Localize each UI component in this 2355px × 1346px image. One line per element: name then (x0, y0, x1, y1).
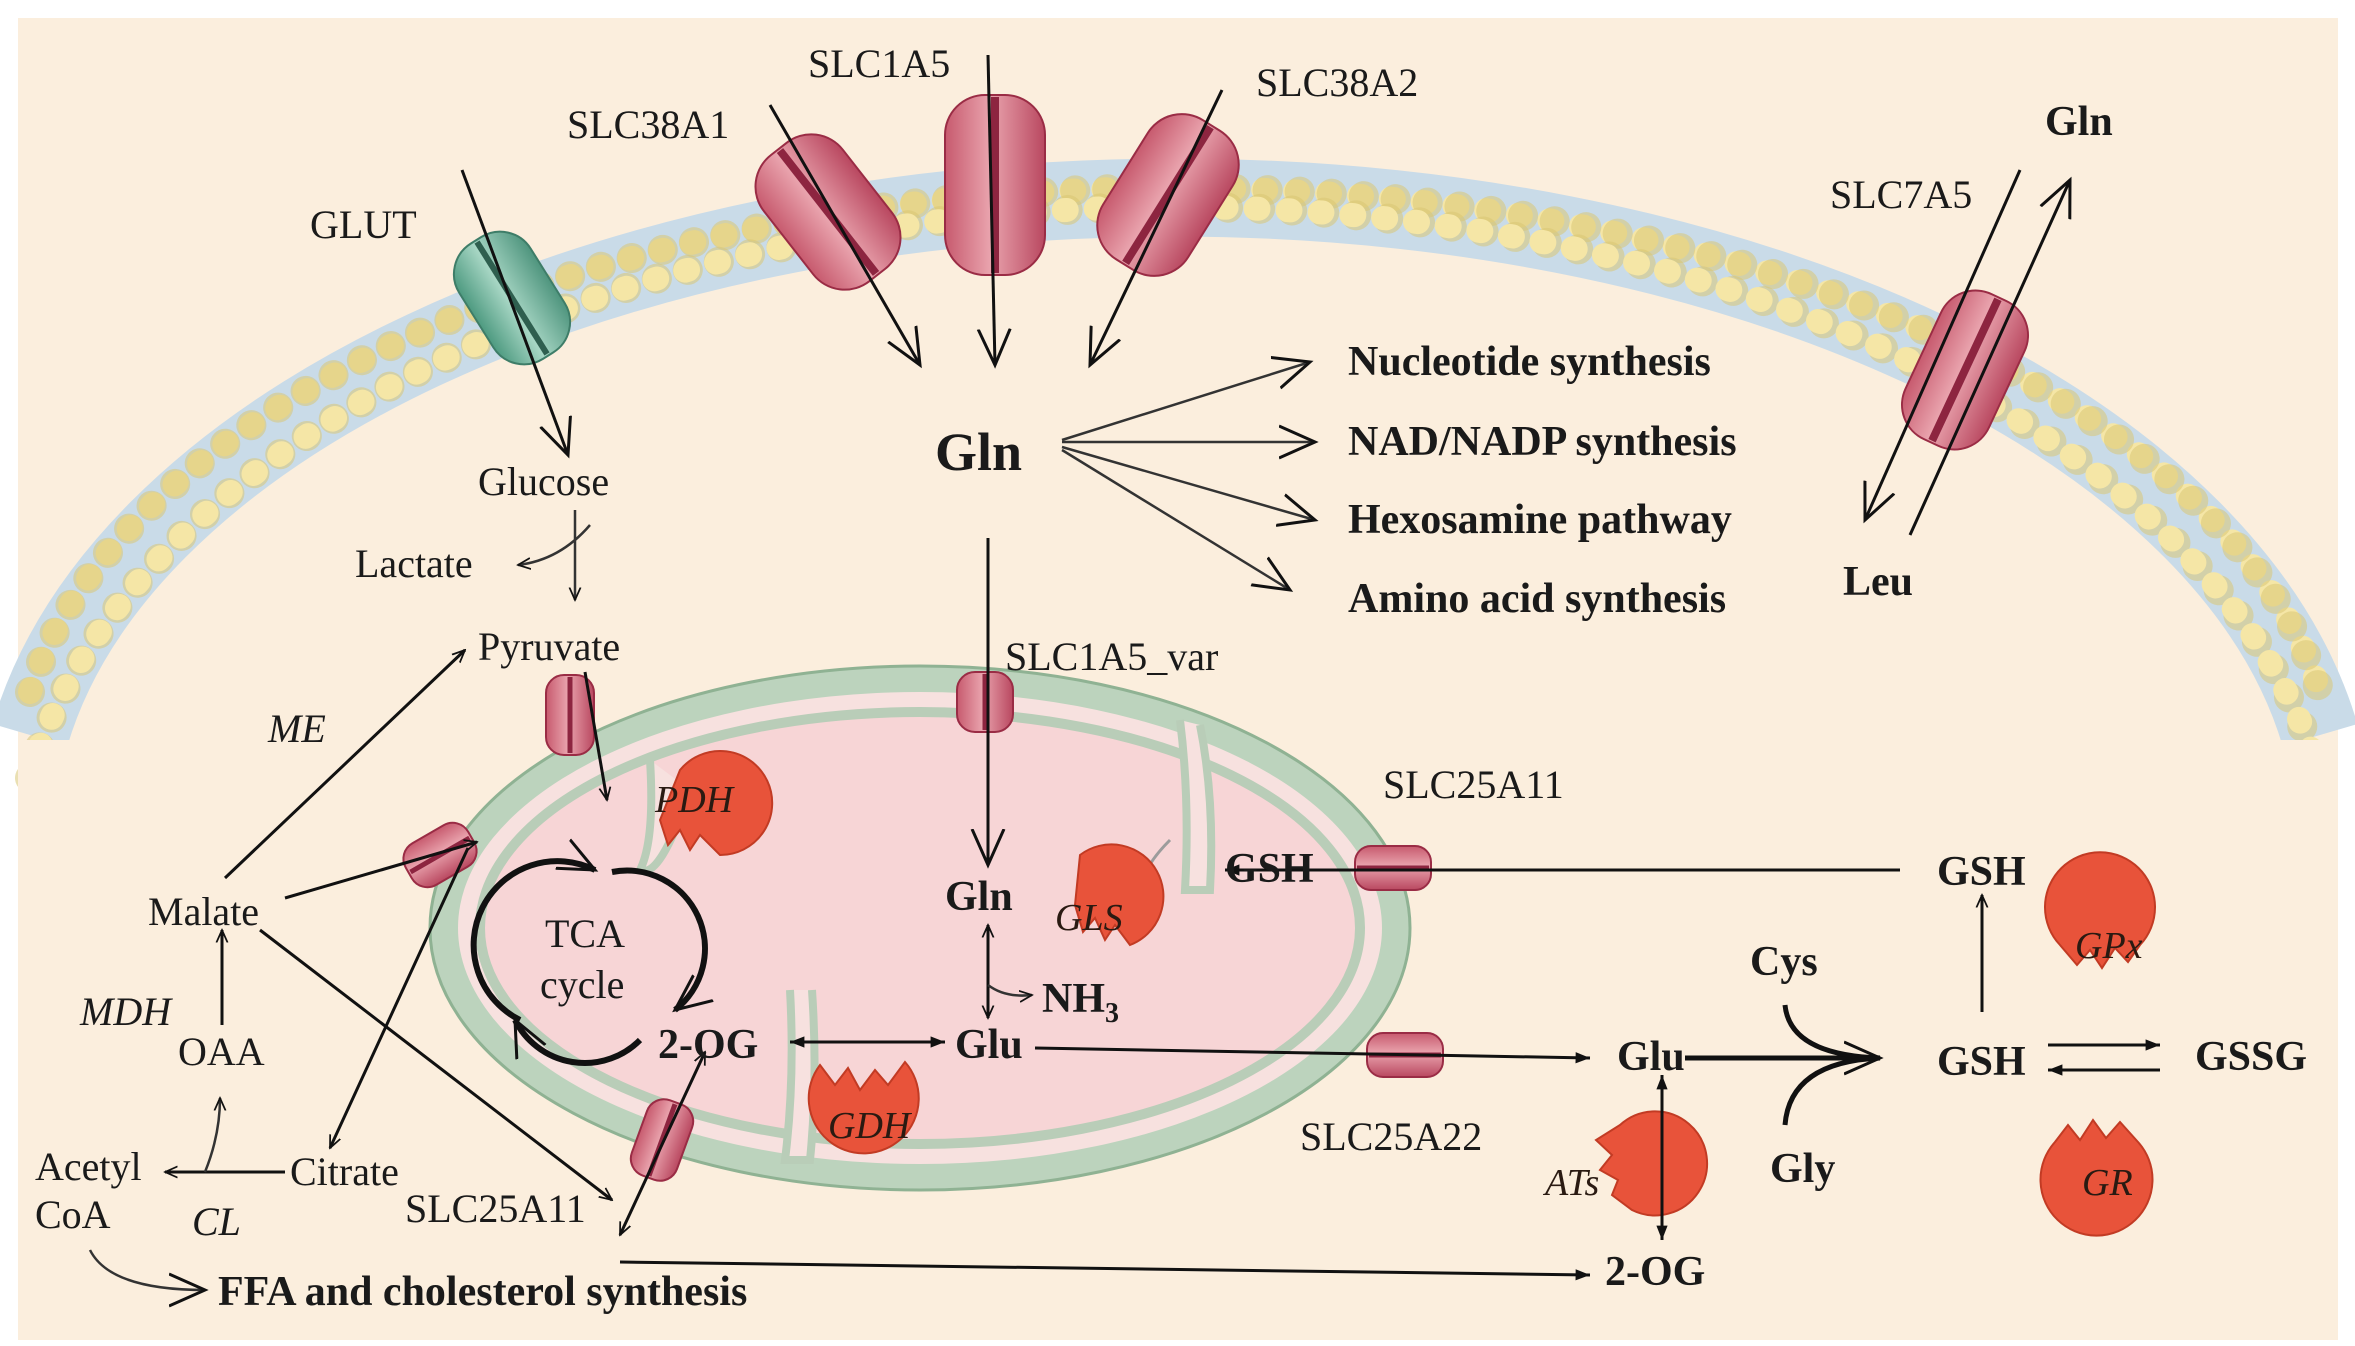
ffa-cholesterol-label: FFA and cholesterol synthesis (218, 1269, 747, 1315)
nh3-label: NH3 (1042, 976, 1119, 1029)
ats-label: ATs (1542, 1162, 1599, 1204)
pathway-nad-nadp: NAD/NADP synthesis (1348, 419, 1737, 465)
gpx-label: GPx (2075, 925, 2143, 967)
gln-center-label: Gln (935, 422, 1022, 482)
gssg-label: GSSG (2195, 1034, 2307, 1080)
gdh-enzyme (807, 1060, 920, 1155)
slc38a2-label: SLC38A2 (1256, 60, 1418, 105)
gr-label: GR (2082, 1162, 2133, 1204)
me-label: ME (267, 706, 326, 751)
pyruvate-label: Pyruvate (478, 624, 620, 669)
gsh-mito-label: GSH (1225, 846, 1314, 892)
pdh-label: PDH (654, 779, 736, 821)
citrate-label: Citrate (290, 1149, 399, 1194)
slc1a5-var-label: SLC1A5_var (1005, 634, 1218, 679)
cycle-label: cycle (540, 962, 624, 1007)
gly-label: Gly (1770, 1146, 1835, 1192)
nh3-text: NH (1042, 976, 1105, 1022)
slc25a11-bottom-label: SLC25A11 (405, 1186, 586, 1231)
pdh-enzyme (658, 750, 774, 857)
arrows (88, 54, 2160, 1290)
oaa-label: OAA (178, 1029, 265, 1074)
cys-label: Cys (1750, 939, 1818, 985)
glu-cyto-label: Glu (1617, 1034, 1685, 1080)
slc1a5-var-transporter (956, 671, 1014, 733)
cl-label: CL (192, 1199, 241, 1244)
slc38a1-transporter (754, 133, 902, 291)
pathway-hexosamine: Hexosamine pathway (1348, 497, 1732, 543)
malate-label: Malate (148, 889, 259, 934)
gls-label: GLS (1055, 897, 1123, 939)
pathway-amino-acid: Amino acid synthesis (1348, 576, 1726, 622)
slc1a5-label: SLC1A5 (808, 41, 950, 86)
gln-mito-label: Gln (945, 874, 1013, 920)
glucose-label: Glucose (478, 459, 609, 504)
two-og-mito-label: 2-OG (658, 1022, 758, 1068)
leu-label: Leu (1843, 559, 1913, 605)
slc38a1-label: SLC38A1 (567, 102, 729, 147)
lactate-label: Lactate (355, 541, 473, 586)
slc1a5-transporter (944, 94, 1046, 276)
coa-label: CoA (35, 1192, 111, 1237)
two-og-cyto-label: 2-OG (1605, 1249, 1705, 1295)
pathway-nucleotide: Nucleotide synthesis (1348, 339, 1711, 385)
tca-label: TCA (545, 911, 625, 956)
glut-label: GLUT (310, 202, 417, 247)
slc25a11-gsh-transporter (1354, 845, 1432, 891)
gsh-cyto-label: GSH (1937, 1039, 2026, 1085)
gpx-enzyme (2044, 851, 2156, 970)
slc7a5-label: SLC7A5 (1830, 172, 1972, 217)
slc25a11-top-label: SLC25A11 (1383, 762, 1564, 807)
glut-transporter (452, 230, 572, 366)
slc38a2-transporter (1096, 113, 1240, 277)
gr-enzyme (2039, 1118, 2154, 1237)
gdh-label: GDH (828, 1105, 913, 1147)
gls-enzyme (1073, 843, 1165, 947)
pyruvate-carrier (545, 674, 595, 756)
glu-mito-label: Glu (955, 1022, 1023, 1068)
gsh-top-label: GSH (1937, 849, 2026, 895)
slc25a22-label: SLC25A22 (1300, 1114, 1482, 1159)
mdh-label: MDH (79, 989, 173, 1034)
nh3-subscript: 3 (1105, 998, 1119, 1029)
gln-out-label: Gln (2045, 99, 2113, 145)
ats-enzyme (1594, 1110, 1709, 1217)
slc7a5-transporter (1900, 289, 2030, 451)
acetyl-label: Acetyl (35, 1144, 142, 1189)
